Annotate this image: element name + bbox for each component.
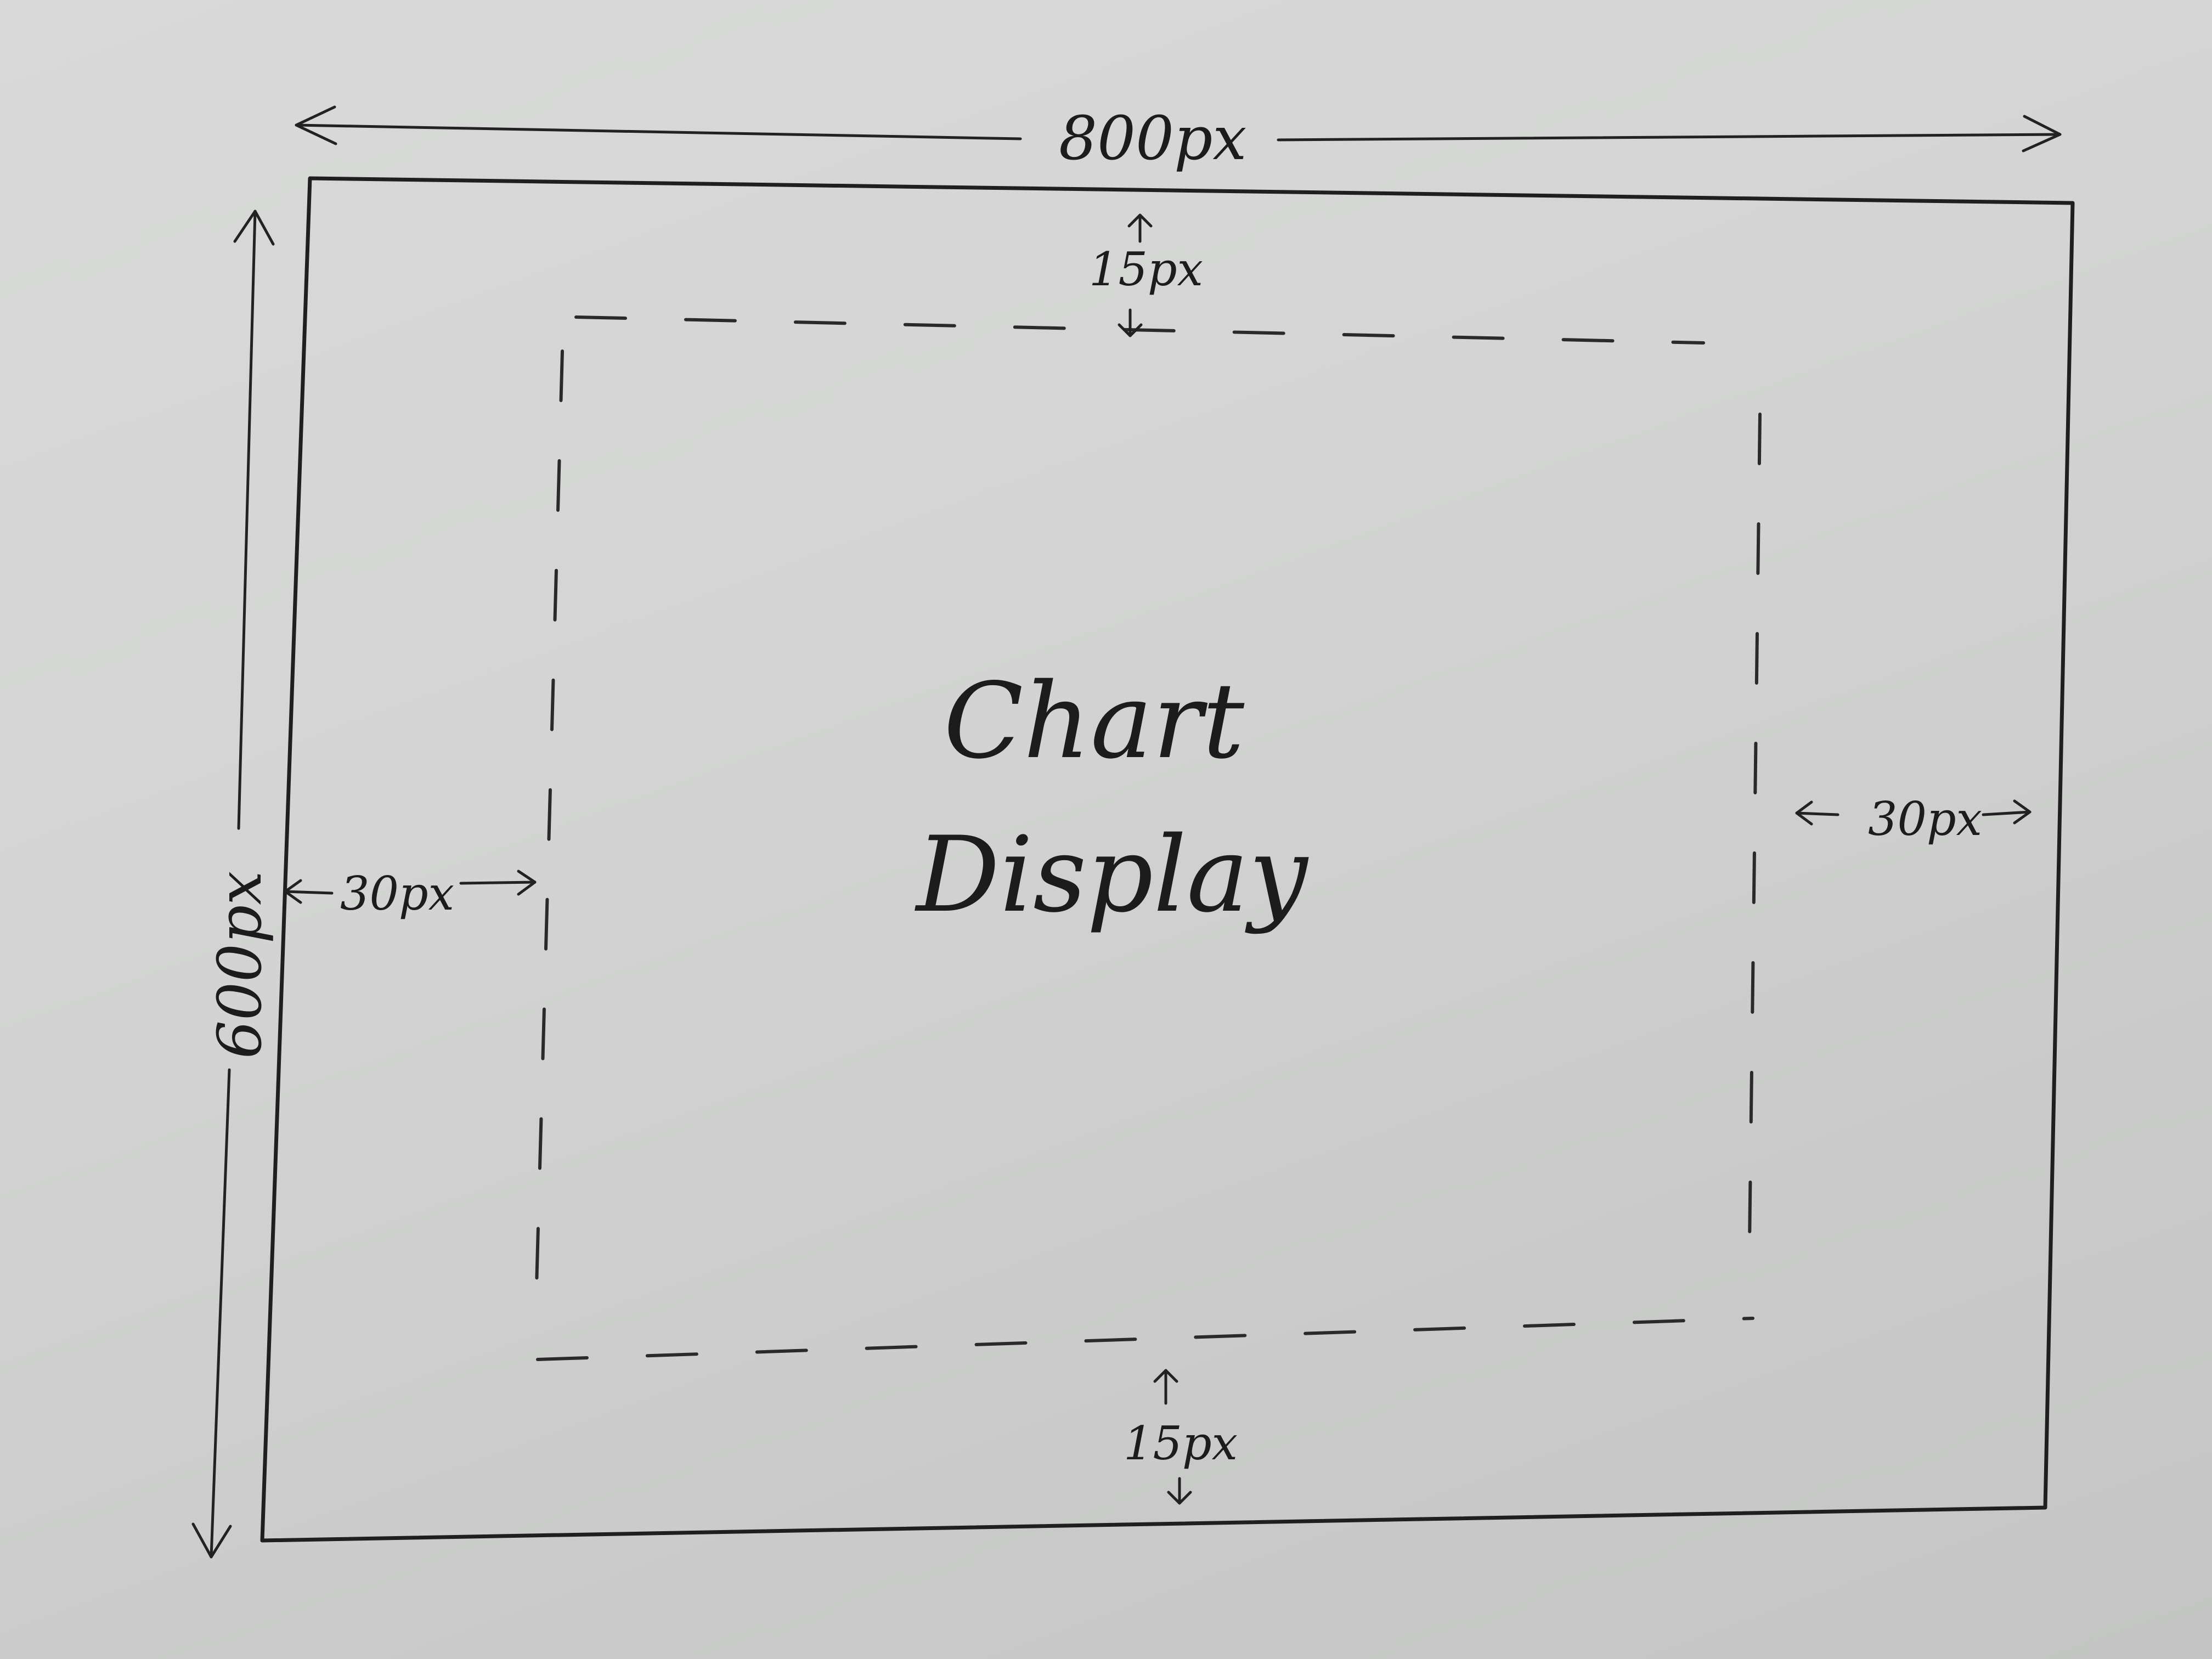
left-margin-label: 30px bbox=[340, 867, 454, 921]
right-margin-label: 30px bbox=[1868, 792, 1982, 846]
left-margin-arrow bbox=[284, 870, 537, 904]
chart-display-label-line1: Chart bbox=[944, 661, 1245, 782]
height-label: 600px bbox=[205, 871, 275, 1059]
top-margin-label: 15px bbox=[1089, 242, 1203, 296]
chart-area-right-border bbox=[1747, 413, 1762, 1288]
width-dimension-arrow bbox=[295, 105, 2062, 153]
width-label: 800px bbox=[1059, 103, 1246, 173]
height-dimension-arrow bbox=[191, 210, 275, 1559]
top-margin-arrow bbox=[1118, 213, 1153, 337]
bottom-margin-label: 15px bbox=[1124, 1417, 1238, 1470]
bottom-margin-arrow bbox=[1153, 1369, 1192, 1505]
chart-area-top-border bbox=[574, 315, 1705, 345]
outer-container-border bbox=[260, 176, 2075, 1543]
chart-area-bottom-border bbox=[536, 1317, 1754, 1361]
chart-display-label-line2: Display bbox=[915, 814, 1309, 935]
chart-area-left-border bbox=[535, 349, 564, 1288]
right-margin-arrow bbox=[1795, 799, 2032, 826]
